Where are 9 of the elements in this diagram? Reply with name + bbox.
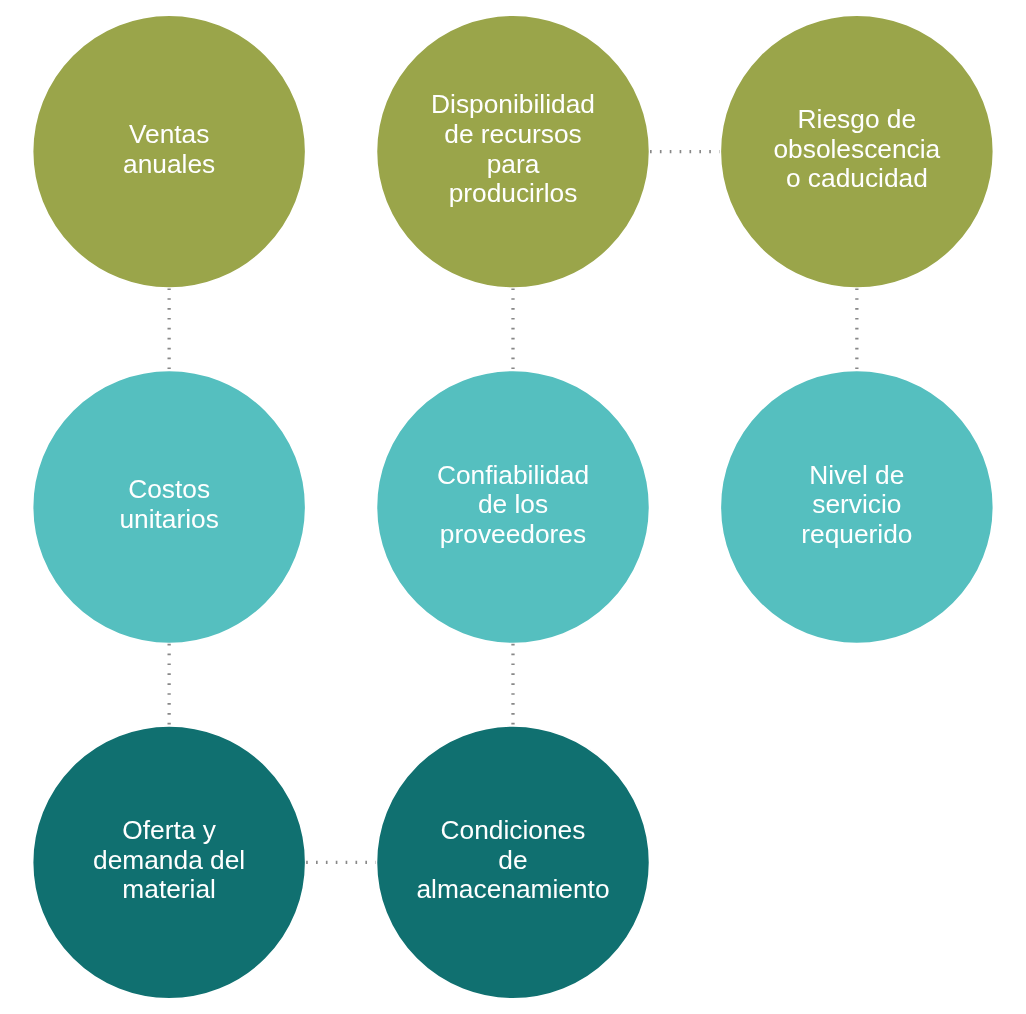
node-circle: Costos unitarios (31, 369, 307, 645)
node-circle: Disponibilidad de recursos para producirlos (375, 14, 651, 289)
node-circle: Ventas anuales (31, 14, 307, 289)
node-circle: Confiabilidad de los proveedores (375, 369, 651, 645)
node-circle: Condiciones de almacenamiento (375, 725, 651, 1000)
node-circle: Nivel de servicio requerido (719, 369, 995, 645)
node-circle: Riesgo de obsolescencia o caducidad (719, 14, 995, 289)
node-circle: Oferta y demanda del material (31, 725, 307, 1000)
connector (306, 860, 376, 865)
